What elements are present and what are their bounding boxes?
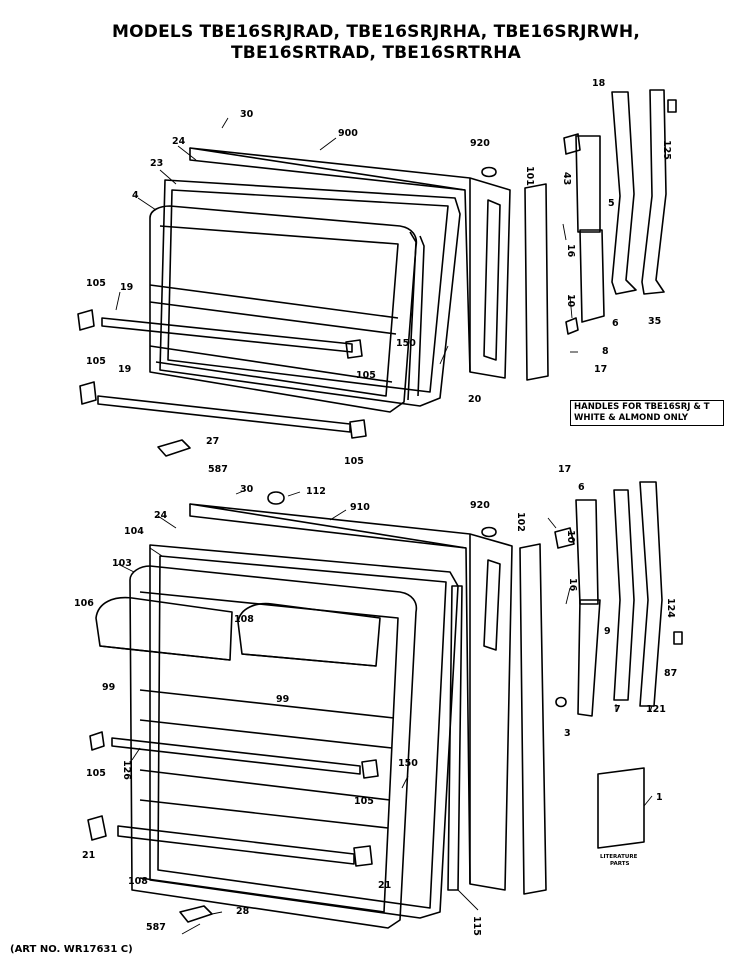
callout-7: 7 bbox=[614, 704, 621, 715]
callout-105-e: 105 bbox=[86, 768, 106, 779]
callout-587-bottom: 587 bbox=[146, 922, 166, 933]
callout-28: 28 bbox=[236, 906, 250, 917]
callout-30-bottom: 30 bbox=[240, 484, 254, 495]
callout-126: 126 bbox=[121, 760, 132, 780]
callout-19-b: 19 bbox=[118, 364, 131, 375]
callout-124: 124 bbox=[665, 598, 676, 618]
callout-102: 102 bbox=[515, 512, 526, 532]
callout-30-top: 30 bbox=[240, 109, 254, 120]
callout-103: 103 bbox=[112, 558, 132, 569]
note-line-1: HANDLES FOR TBE16SRJ & T bbox=[574, 402, 710, 412]
callout-587-top: 587 bbox=[208, 464, 228, 475]
callout-106: 106 bbox=[74, 598, 94, 609]
callout-108-b: 108 bbox=[128, 876, 148, 887]
callout-21-a: 21 bbox=[82, 850, 95, 861]
callout-6-top: 6 bbox=[612, 318, 619, 329]
callout-87: 87 bbox=[664, 668, 677, 679]
callout-104: 104 bbox=[124, 526, 144, 537]
callout-920-bottom: 920 bbox=[470, 500, 490, 511]
callout-9: 9 bbox=[604, 626, 611, 637]
leader-lines bbox=[115, 117, 653, 935]
callout-24-top: 24 bbox=[172, 136, 186, 147]
callout-17-top: 17 bbox=[594, 364, 607, 375]
callout-99-a: 99 bbox=[102, 682, 115, 693]
freezer-door-assembly bbox=[77, 89, 677, 457]
callout-115: 115 bbox=[471, 916, 482, 936]
callout-10-top: 10 bbox=[565, 294, 576, 308]
callout-10-bottom: 10 bbox=[565, 530, 576, 544]
callout-21-b: 21 bbox=[378, 880, 391, 891]
art-number: (ART NO. WR17631 C) bbox=[10, 944, 133, 955]
callout-43: 43 bbox=[561, 172, 572, 185]
title-line-1: MODELS TBE16SRJRAD, TBE16SRJRHA, TBE16SR… bbox=[112, 22, 640, 42]
callout-27: 27 bbox=[206, 436, 219, 447]
callout-121: 121 bbox=[646, 704, 666, 715]
callout-920-top: 920 bbox=[470, 138, 490, 149]
callout-8: 8 bbox=[602, 346, 609, 357]
callout-35: 35 bbox=[648, 316, 661, 327]
callout-17-bottom: 17 bbox=[558, 464, 571, 475]
callout-101: 101 bbox=[524, 166, 535, 186]
callout-105-d: 105 bbox=[344, 456, 364, 467]
callout-3: 3 bbox=[564, 728, 571, 739]
callout-125: 125 bbox=[661, 140, 672, 160]
callout-150-top: 150 bbox=[396, 338, 416, 349]
callout-150-bottom: 150 bbox=[398, 758, 418, 769]
title-line-2: TBE16SRTRAD, TBE16SRTRHA bbox=[231, 43, 521, 63]
callout-99-b: 99 bbox=[276, 694, 289, 705]
literature-label-2: PARTS bbox=[610, 861, 630, 867]
callout-4: 4 bbox=[132, 190, 139, 201]
callout-5: 5 bbox=[608, 198, 615, 209]
callout-20: 20 bbox=[468, 394, 482, 405]
callout-1: 1 bbox=[656, 792, 663, 803]
callout-105-b: 105 bbox=[86, 356, 106, 367]
callout-19-a: 19 bbox=[120, 282, 133, 293]
fresh-food-door-assembly bbox=[87, 481, 683, 929]
callout-23: 23 bbox=[150, 158, 163, 169]
handles-note-box: HANDLES FOR TBE16SRJ & T WHITE & ALMOND … bbox=[570, 400, 724, 426]
callout-910: 910 bbox=[350, 502, 370, 513]
callout-105-a: 105 bbox=[86, 278, 106, 289]
callout-112: 112 bbox=[306, 486, 326, 497]
callout-105-f: 105 bbox=[354, 796, 374, 807]
callout-900: 900 bbox=[338, 128, 358, 139]
callout-24-bottom: 24 bbox=[154, 510, 168, 521]
callout-numbers: 30 24 900 920 101 23 4 19 105 43 125 18 … bbox=[74, 78, 677, 936]
note-line-2: WHITE & ALMOND ONLY bbox=[574, 413, 688, 423]
callout-105-c: 105 bbox=[356, 370, 376, 381]
literature-label: LITERATURE bbox=[600, 854, 638, 860]
callout-16-top: 16 bbox=[565, 244, 576, 258]
callout-108-a: 108 bbox=[234, 614, 254, 625]
callout-6-bottom: 6 bbox=[578, 482, 585, 493]
callout-16-bottom: 16 bbox=[567, 578, 578, 592]
callout-18: 18 bbox=[592, 78, 606, 89]
